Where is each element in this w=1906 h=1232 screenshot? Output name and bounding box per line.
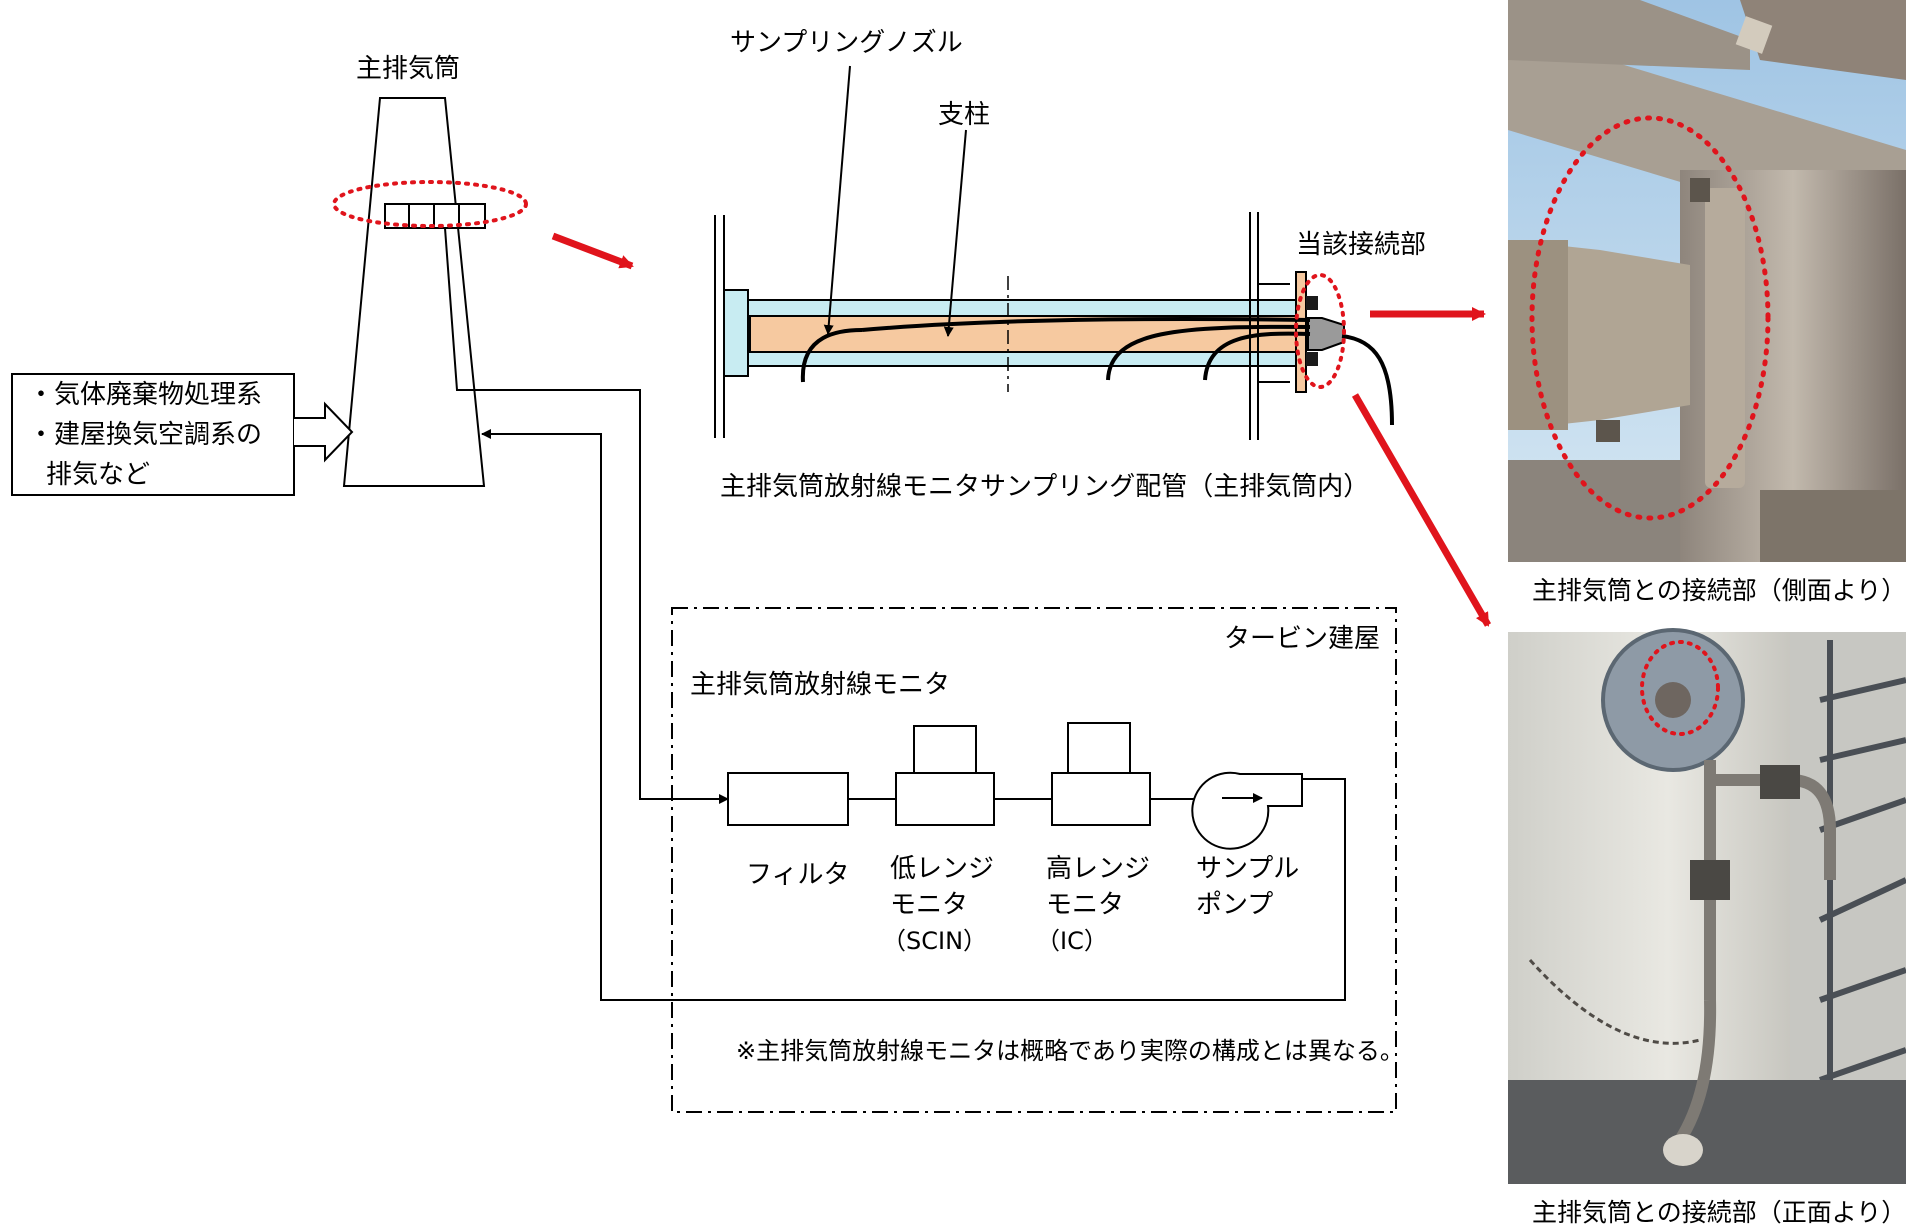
inflow-arrow xyxy=(11,373,354,496)
sampling-nozzle-2 xyxy=(1106,324,1311,381)
pipe-end-cap xyxy=(723,289,749,377)
inflow-line-1: ・気体廃棄物処理系 xyxy=(28,380,263,410)
inflow-line-2: ・建屋換気空調系の xyxy=(28,420,263,450)
turbine-building-boundary xyxy=(671,607,1397,1113)
stack-highlight-ellipse xyxy=(332,180,528,228)
high-range-label-1: 高レンジ xyxy=(1046,854,1151,884)
photo-front-view xyxy=(1508,628,1906,1184)
photo-side-highlight xyxy=(1529,115,1771,521)
sampling-lines xyxy=(444,227,1346,1001)
inflow-line-3: 排気など xyxy=(46,460,151,490)
support-label: 支柱 xyxy=(938,100,991,130)
main-exhaust-stack xyxy=(332,97,528,487)
red-arrow-to-front-photo xyxy=(1351,393,1492,627)
photo-side-view xyxy=(1508,0,1906,562)
note-text: ※主排気筒放射線モニタは概略であり実際の構成とは異なる。 xyxy=(736,1037,1404,1065)
filter-box xyxy=(727,772,849,826)
low-range-detector xyxy=(913,725,977,774)
high-range-detector xyxy=(1067,722,1131,774)
sample-supply-line xyxy=(444,227,729,804)
sample-return-line xyxy=(481,429,1346,1001)
red-arrow-stack-to-detail xyxy=(551,232,634,270)
connector xyxy=(1307,317,1345,351)
high-range-label-3: （IC） xyxy=(1036,927,1108,955)
sampling-nozzle-1 xyxy=(800,328,863,383)
piping-caption: 主排気筒放射線モニタサンプリング配管（主排気筒内） xyxy=(720,472,1370,502)
low-range-monitor-box xyxy=(895,772,995,826)
turbine-building xyxy=(671,607,1397,1113)
pump-label-2: ポンプ xyxy=(1196,890,1274,920)
photo-side-caption: 主排気筒との接続部（側面より） xyxy=(1532,576,1906,605)
nozzle-leader xyxy=(823,65,851,335)
pump-label-1: サンプル xyxy=(1196,854,1300,884)
turbine-building-label: タービン建屋 xyxy=(1224,624,1381,654)
joint-label: 当該接続部 xyxy=(1296,230,1427,260)
exit-pipe xyxy=(1341,334,1394,426)
stack-title: 主排気筒 xyxy=(356,54,461,84)
flange-bolt-top xyxy=(1306,296,1318,310)
sampling-nozzle-main xyxy=(861,317,1311,332)
filter-label: フィルタ xyxy=(746,860,850,890)
low-range-label-1: 低レンジ xyxy=(890,854,995,884)
joint-highlight-ellipse xyxy=(1294,273,1346,389)
sampling-piping-detail xyxy=(714,65,1394,440)
inflow-block-arrow xyxy=(294,401,354,463)
flange-bolt-bottom xyxy=(1306,352,1318,366)
support-leader xyxy=(943,129,967,337)
low-range-label-3: （SCIN） xyxy=(882,927,988,955)
sample-pump xyxy=(1191,771,1303,850)
high-range-label-2: モニタ xyxy=(1046,890,1125,920)
inflow-box xyxy=(11,373,295,496)
sampling-nozzle-3 xyxy=(1203,331,1311,381)
sampling-nozzle-label: サンプリングノズル xyxy=(730,28,963,58)
photo-front-highlight xyxy=(1640,640,1720,736)
photo-front-caption: 主排気筒との接続部（正面より） xyxy=(1532,1198,1906,1227)
high-range-monitor-box xyxy=(1051,772,1151,826)
monitor-title: 主排気筒放射線モニタ xyxy=(690,670,951,700)
low-range-label-2: モニタ xyxy=(890,890,969,920)
